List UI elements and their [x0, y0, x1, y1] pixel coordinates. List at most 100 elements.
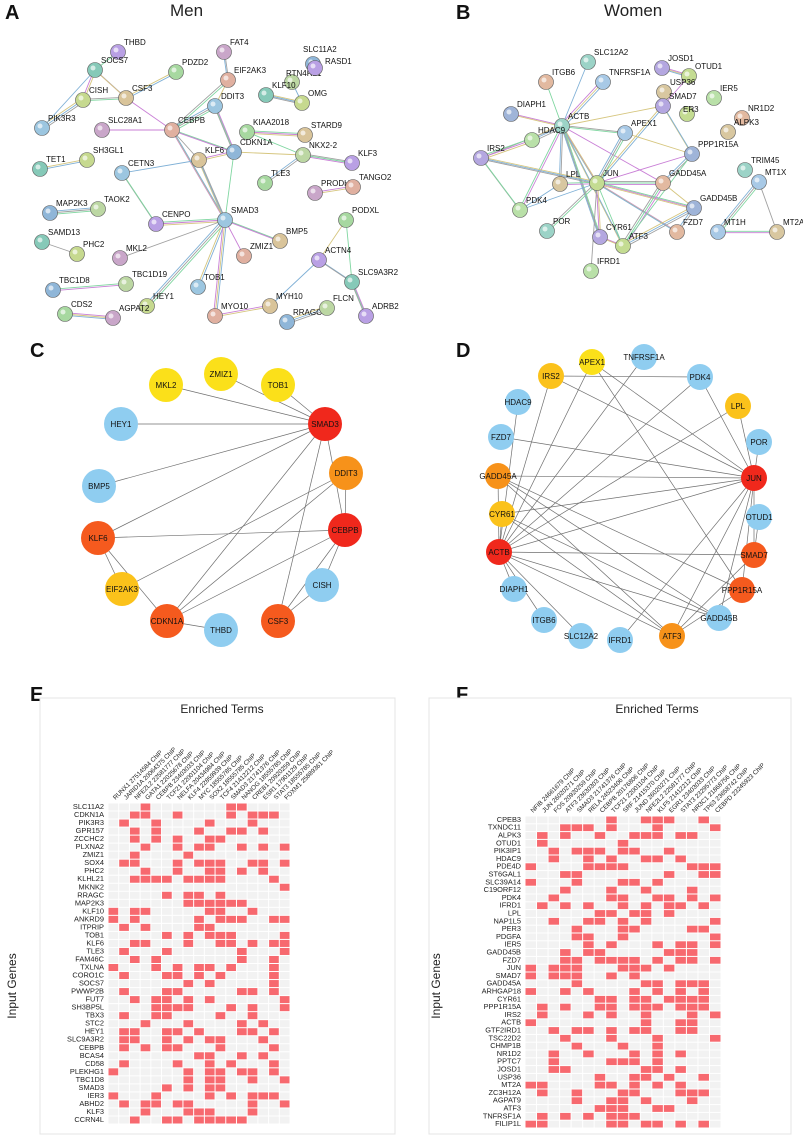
men-string-node-ddit3[interactable]: DDIT3	[207, 92, 245, 114]
women-string-node-er3[interactable]: ER3	[679, 105, 700, 122]
men-string-node-cebpb[interactable]: CEBPB	[164, 116, 206, 138]
women-hub-node-tnfrsf1a[interactable]: TNFRSF1A	[623, 344, 665, 370]
men-string-node-rtn4rl1[interactable]: RTN4RL1	[284, 69, 322, 90]
men-string-node-tob1[interactable]: TOB1	[190, 273, 226, 295]
women-hub-node-pdk4[interactable]: PDK4	[687, 364, 713, 390]
men-string-node-klf6[interactable]: KLF6	[191, 146, 225, 168]
men-string-node-tet1[interactable]: TET1	[32, 155, 67, 177]
men-string-node-zmiz1[interactable]: ZMIZ1	[236, 242, 274, 264]
women-hub-node-atf3[interactable]: ATF3	[659, 623, 685, 649]
men-string-node-agpat2[interactable]: AGPAT2	[105, 304, 150, 326]
men-string-node-thbd[interactable]: THBD	[110, 38, 147, 60]
women-string-node-irs2[interactable]: IRS2	[473, 144, 506, 166]
women-string-node-mt2a[interactable]: MT2A	[769, 218, 803, 240]
men-string-node-myo10[interactable]: MYO10	[207, 302, 249, 324]
women-hub-node-slc12a2[interactable]: SLC12A2	[564, 623, 599, 649]
women-string-node-otud1[interactable]: OTUD1	[681, 62, 723, 84]
women-hub-node-ppp1r15a[interactable]: PPP1R15A	[722, 577, 763, 603]
women-string-node-ifrd1[interactable]: IFRD1	[583, 257, 621, 279]
women-string-node-apex1[interactable]: APEX1	[617, 119, 658, 141]
women-string-node-usp36[interactable]: USP36	[656, 78, 696, 100]
men-string-node-mkl2[interactable]: MKL2	[112, 244, 148, 266]
women-hub-node-itgb6[interactable]: ITGB6	[531, 607, 557, 633]
men-string-node-tle3[interactable]: TLE3	[257, 169, 291, 191]
women-string-node-pdk4[interactable]: PDK4	[512, 196, 548, 218]
women-string-node-gadd45b[interactable]: GADD45B	[686, 194, 738, 216]
men-hub-node-mkl2[interactable]: MKL2	[149, 368, 183, 402]
men-string-node-cdkn1a[interactable]: CDKN1A	[226, 138, 274, 160]
men-string-node-taok2[interactable]: TAOK2	[90, 195, 131, 217]
women-hub-node-lpl[interactable]: LPL	[725, 393, 751, 419]
men-string-node-bmp5[interactable]: BMP5	[272, 227, 309, 249]
men-hub-node-tob1[interactable]: TOB1	[261, 368, 295, 402]
men-hub-node-klf6[interactable]: KLF6	[81, 521, 115, 555]
men-hub-node-bmp5[interactable]: BMP5	[82, 469, 116, 503]
women-string-node-hdac9[interactable]: HDAC9	[524, 126, 566, 148]
men-string-node-tbc1d19[interactable]: TBC1D19	[118, 270, 168, 292]
men-string-node-map2k3[interactable]: MAP2K3	[42, 199, 89, 221]
women-hub-node-gadd45a[interactable]: GADD45A	[479, 463, 517, 489]
women-string-node-ppp1r15a[interactable]: PPP1R15A	[684, 140, 740, 162]
men-string-node-prodh[interactable]: PRODH	[307, 179, 351, 201]
women-string-node-por[interactable]: POR	[539, 217, 571, 239]
men-string-node-socs7[interactable]: SOCS7	[87, 56, 129, 78]
women-string-node-diaph1[interactable]: DIAPH1	[503, 100, 547, 122]
men-string-node-cenpo[interactable]: CENPO	[148, 210, 191, 232]
men-hub-node-cish[interactable]: CISH	[305, 568, 339, 602]
women-hub-node-irs2[interactable]: IRS2	[538, 363, 564, 389]
men-hub-node-thbd[interactable]: THBD	[204, 613, 238, 647]
women-hub-node-smad7[interactable]: SMAD7	[740, 542, 768, 568]
men-string-node-rasd1[interactable]: RASD1	[307, 57, 353, 76]
women-string-node-actb[interactable]: ACTB	[554, 112, 590, 134]
men-hub-node-cdkn1a[interactable]: CDKN1A	[150, 604, 184, 638]
men-hub-node-zmiz1[interactable]: ZMIZ1	[204, 357, 238, 391]
women-string-node-slc12a2[interactable]: SLC12A2	[580, 48, 629, 70]
women-hub-node-actb[interactable]: ACTB	[486, 539, 512, 565]
women-string-node-trim45[interactable]: TRIM45	[737, 156, 781, 178]
men-string-node-smad3[interactable]: SMAD3	[217, 206, 260, 228]
men-hub-node-eif2ak3[interactable]: EIF2AK3	[105, 572, 139, 606]
men-string-node-slc28a1[interactable]: SLC28A1	[94, 116, 143, 138]
men-string-node-hey1[interactable]: HEY1	[139, 292, 175, 314]
men-string-node-myh10[interactable]: MYH10	[262, 292, 304, 314]
men-hub-node-ddit3[interactable]: DDIT3	[329, 456, 363, 490]
women-string-node-mt1x[interactable]: MT1X	[751, 168, 788, 190]
men-string-node-nkx2-2[interactable]: NKX2-2	[295, 141, 338, 163]
men-string-node-rragc[interactable]: RRAGC	[279, 308, 323, 330]
women-string-node-smad7[interactable]: SMAD7	[655, 92, 698, 114]
men-string-node-pdzd2[interactable]: PDZD2	[168, 58, 209, 80]
women-string-node-itgb6[interactable]: ITGB6	[538, 68, 576, 90]
men-string-node-omg[interactable]: OMG	[294, 89, 328, 111]
men-string-node-adrb2[interactable]: ADRB2	[358, 302, 400, 324]
women-string-node-nr1d2[interactable]: NR1D2	[734, 104, 775, 126]
women-hub-node-apex1[interactable]: APEX1	[579, 349, 605, 375]
women-string-node-ier5[interactable]: IER5	[706, 84, 739, 106]
men-string-node-csf3[interactable]: CSF3	[118, 84, 154, 106]
men-string-node-kiaa2018[interactable]: KIAA2018	[239, 118, 290, 140]
men-hub-node-smad3[interactable]: SMAD3	[308, 407, 342, 441]
women-string-node-gadd45a[interactable]: GADD45A	[655, 169, 708, 191]
men-string-node-fat4[interactable]: FAT4	[216, 38, 250, 60]
women-string-node-lpl[interactable]: LPL	[552, 170, 581, 192]
women-string-node-alpk3[interactable]: ALPK3	[720, 118, 760, 140]
women-hub-node-jun[interactable]: JUN	[741, 465, 767, 491]
women-hub-node-otud1[interactable]: OTUD1	[745, 504, 773, 530]
men-string-node-tango2[interactable]: TANGO2	[345, 173, 392, 195]
men-string-node-slc9a3r2[interactable]: SLC9A3R2	[344, 268, 399, 290]
men-string-node-flcn[interactable]: FLCN	[319, 294, 355, 316]
women-hub-node-cyr61[interactable]: CYR61	[489, 501, 515, 527]
men-string-node-cish[interactable]: CISH	[75, 86, 109, 108]
women-string-node-tnfrsf1a[interactable]: TNFRSF1A	[595, 68, 652, 90]
men-hub-node-cebpb[interactable]: CEBPB	[328, 513, 362, 547]
women-string-node-mt1h[interactable]: MT1H	[710, 218, 747, 240]
men-string-node-stard9[interactable]: STARD9	[297, 121, 343, 143]
women-hub-node-ifrd1[interactable]: IFRD1	[607, 627, 633, 653]
men-string-node-phc2[interactable]: PHC2	[69, 240, 105, 262]
women-hub-node-hdac9[interactable]: HDAC9	[504, 389, 532, 415]
men-string-node-samd13[interactable]: SAMD13	[34, 228, 81, 250]
men-string-node-sh3gl1[interactable]: SH3GL1	[79, 146, 125, 168]
women-string-node-cyr61[interactable]: CYR61	[592, 223, 633, 245]
men-string-node-cds2[interactable]: CDS2	[57, 300, 93, 322]
men-hub-node-csf3[interactable]: CSF3	[261, 604, 295, 638]
men-string-node-actn4[interactable]: ACTN4	[311, 246, 352, 268]
